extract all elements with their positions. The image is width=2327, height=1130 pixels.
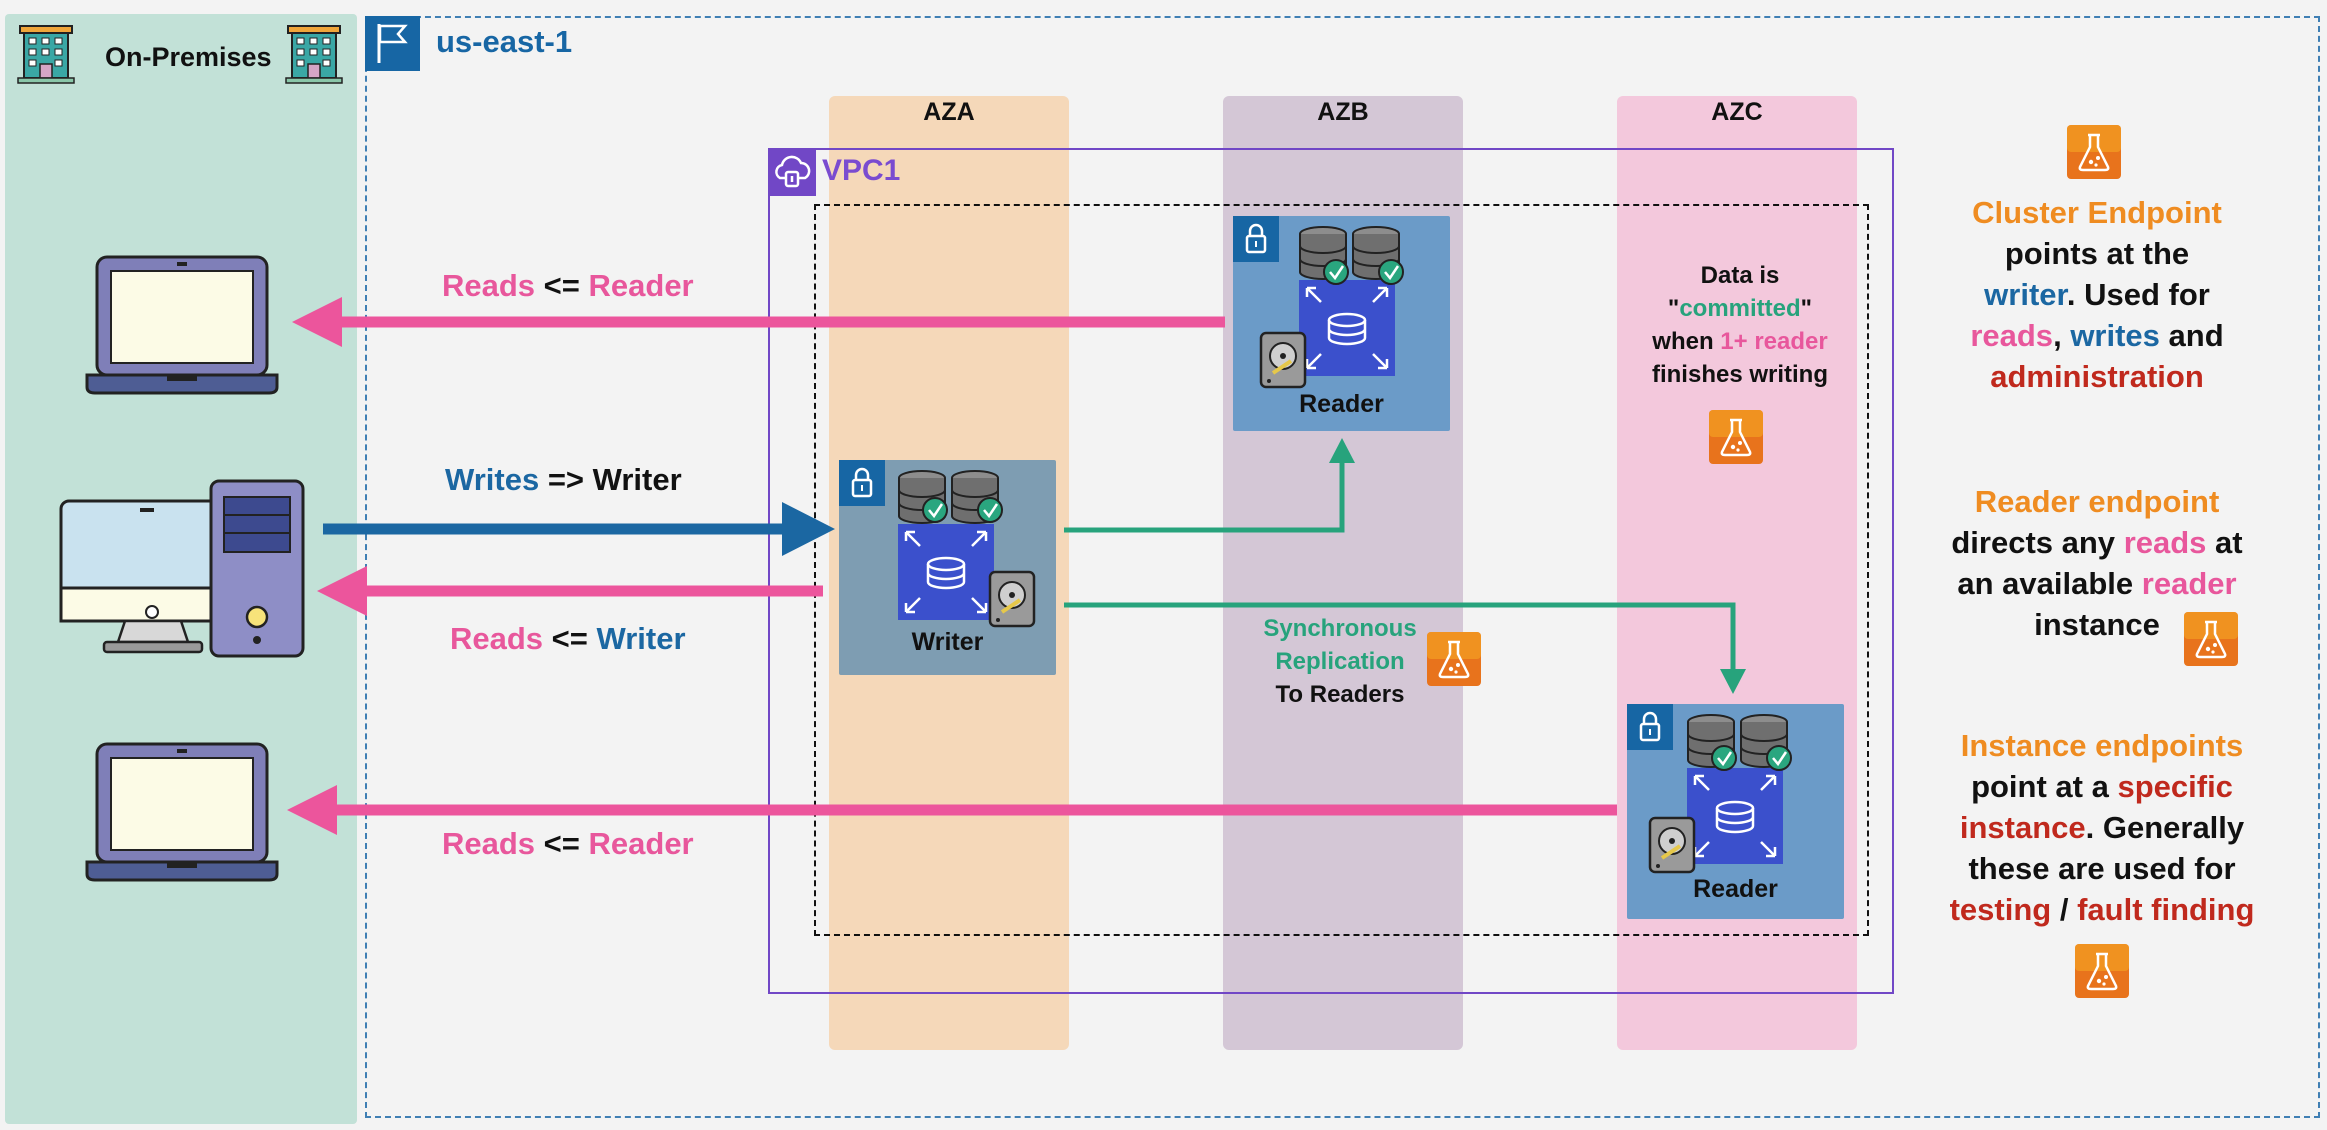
cluster-boundary — [814, 204, 1869, 936]
check-icon — [1322, 258, 1350, 286]
cluster-endpoint-description: Cluster Endpoint points at the writer. U… — [1970, 195, 2224, 394]
check-icon — [976, 496, 1004, 524]
az-a-label: AZA — [923, 98, 975, 126]
writer-label: Writer — [911, 628, 984, 656]
cloud-lock-icon — [768, 148, 816, 196]
hard-drive-icon — [1648, 816, 1696, 874]
database-icon — [1297, 278, 1397, 378]
check-icon — [1377, 258, 1405, 286]
check-icon — [1765, 744, 1793, 772]
region-title: us-east-1 — [436, 24, 573, 59]
database-icon — [896, 522, 996, 622]
replication-label: Synchronous Replication To Readers — [1263, 615, 1417, 708]
hard-drive-icon — [988, 570, 1036, 628]
az-b-label: AZB — [1317, 98, 1369, 126]
padlock-icon-reader-c — [1625, 702, 1675, 752]
padlock-icon-reader-b — [1231, 214, 1281, 264]
laptop-icon-top — [85, 255, 279, 395]
flask-icon — [2065, 123, 2123, 181]
check-icon — [1710, 744, 1738, 772]
reader-endpoint-description: Reader endpoint directs any reads at an … — [1951, 484, 2243, 642]
building-icon-right — [285, 25, 343, 84]
reader-b-label: Reader — [1299, 390, 1384, 418]
arrow-writes-writer — [323, 502, 835, 556]
vpc-title: VPC1 — [822, 154, 901, 187]
arrow-reads-reader-bottom — [287, 785, 1617, 835]
arrow-reads-writer — [317, 566, 823, 616]
flask-icon — [2073, 942, 2131, 1000]
on-premises-title: On-Premises — [105, 42, 272, 72]
az-c-label: AZC — [1711, 98, 1763, 126]
instance-endpoints-description: Instance endpoints point at a specific i… — [1949, 728, 2255, 927]
arrow-reads-reader-top — [292, 297, 1225, 347]
label-reads-writer: Reads <= Writer — [450, 621, 686, 656]
flag-icon — [365, 16, 420, 71]
laptop-icon-bottom — [85, 742, 279, 882]
label-reads-reader-top: Reads <= Reader — [442, 268, 694, 303]
replication-arrow-azc — [1064, 602, 1746, 694]
reader-c-label: Reader — [1693, 875, 1778, 903]
label-writes-writer: Writes => Writer — [445, 462, 682, 497]
padlock-icon-writer — [837, 458, 887, 508]
vpc-boundary — [768, 148, 1894, 994]
check-icon — [921, 496, 949, 524]
database-icon — [1685, 766, 1785, 866]
flask-icon — [1707, 408, 1765, 466]
building-icon-left — [17, 25, 75, 84]
hard-drive-icon — [1259, 331, 1307, 389]
replication-arrow-azb — [1064, 438, 1355, 533]
commit-note: Data is "committed" when 1+ reader finis… — [1651, 262, 1828, 388]
desktop-computer-icon — [59, 479, 305, 658]
label-reads-reader-bottom: Reads <= Reader — [442, 826, 694, 861]
